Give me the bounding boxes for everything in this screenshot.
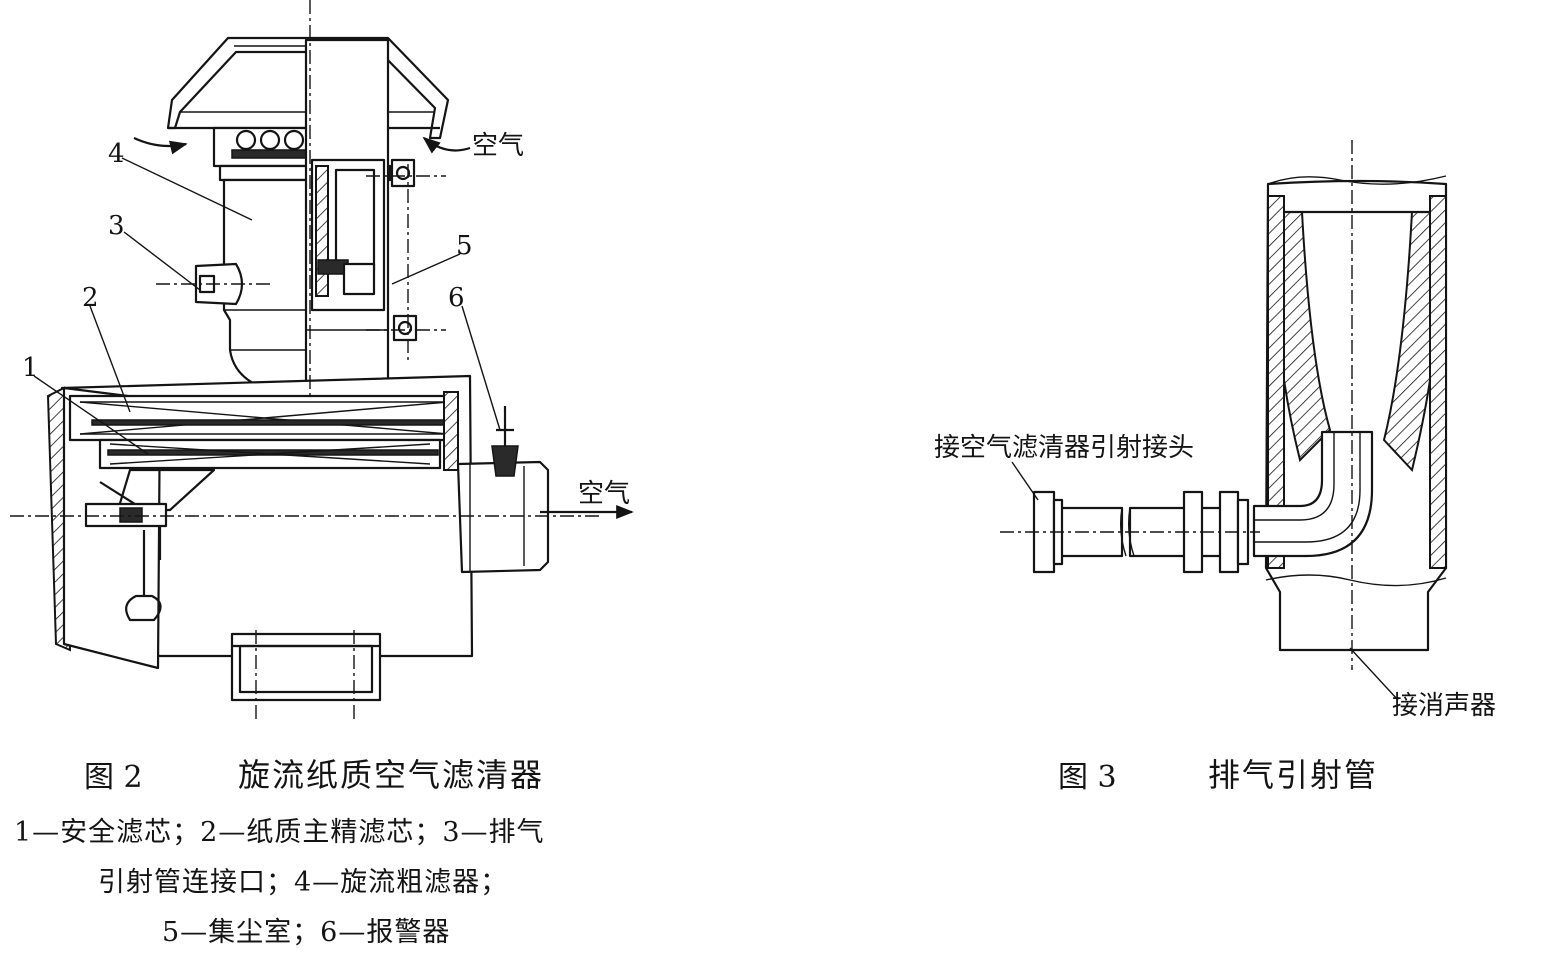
- filter-elements: [68, 391, 459, 471]
- connecting-pipe: [1032, 490, 1250, 574]
- outlet-label: 接消声器: [1392, 691, 1496, 721]
- callout-3: 3: [108, 211, 125, 241]
- figure-3-title: 排气引射管: [1208, 756, 1379, 794]
- figure-2-legend-line-1: 1—安全滤芯；2—纸质主精滤芯；3—排气: [14, 817, 545, 848]
- air-out-label: 空气: [578, 479, 630, 509]
- cyclone-clamps: [390, 158, 418, 342]
- figure-2-drawing: [10, 0, 634, 722]
- figure-2-number: 图 2: [84, 760, 143, 795]
- wing-nut: [84, 502, 168, 622]
- callout-5: 5: [456, 231, 473, 261]
- figure-2-legend-line-2: 引射管连接口；4—旋流粗滤器；: [98, 867, 509, 898]
- ejector-elbow: [1252, 430, 1374, 558]
- callout-6: 6: [448, 283, 465, 313]
- figure-3-drawing: [1000, 140, 1448, 701]
- figure-3-number: 图 3: [1058, 760, 1117, 795]
- callout-2: 2: [82, 283, 99, 313]
- restriction-indicator: [491, 406, 519, 477]
- bottom-mount: [230, 632, 382, 702]
- outlet-pipe: [456, 460, 550, 574]
- inlet-label: 接空气滤清器引射接头: [934, 433, 1194, 463]
- callout-4: 4: [108, 139, 125, 169]
- callout-1: 1: [22, 353, 39, 383]
- figure-2-legend-line-3: 5—集尘室；6—报警器: [162, 917, 451, 948]
- air-in-label: 空气: [472, 131, 524, 161]
- dust-chamber: [310, 158, 386, 312]
- figure-2-title: 旋流纸质空气滤清器: [238, 756, 545, 794]
